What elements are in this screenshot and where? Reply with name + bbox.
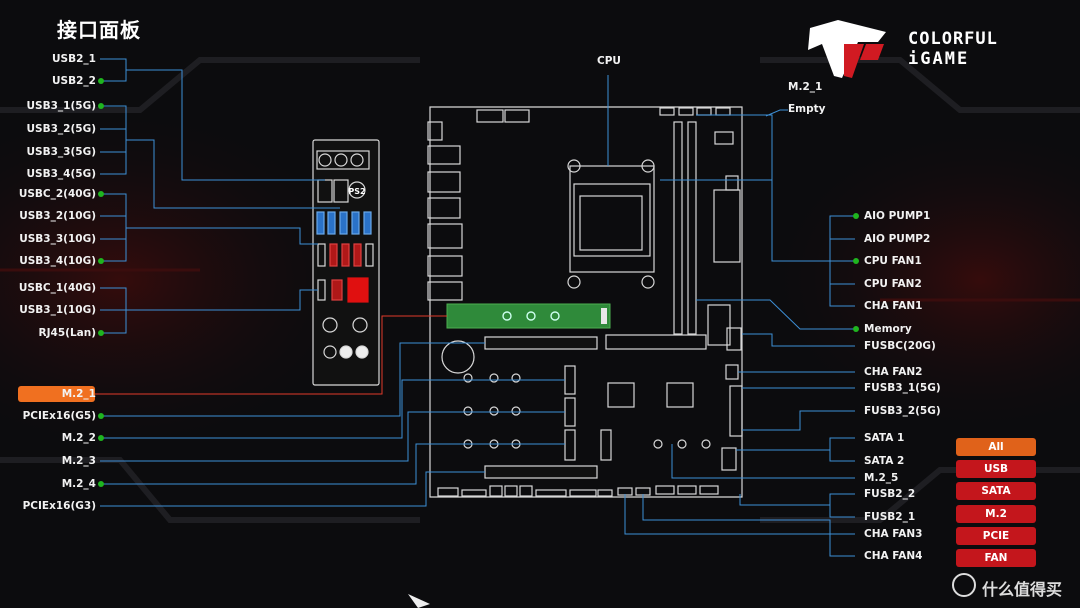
right-label-item[interactable]: SATA 1 xyxy=(864,432,905,444)
right-label-item[interactable]: CHA FAN1 xyxy=(864,300,923,312)
left-label-item[interactable]: RJ45(Lan) xyxy=(38,327,96,339)
dimm-slot-2 xyxy=(687,121,697,335)
ps2-label: PS2 xyxy=(348,187,365,196)
status-dot xyxy=(98,413,104,419)
filter-button-sata[interactable]: SATA xyxy=(956,482,1036,500)
status-dot xyxy=(98,191,104,197)
status-dot xyxy=(853,326,859,332)
rj45-port xyxy=(347,277,369,303)
right-label-item[interactable]: FUSBC(20G) xyxy=(864,340,936,352)
left-label-item[interactable]: USB3_2(5G) xyxy=(26,123,96,135)
left-label-item[interactable]: USB3_3(5G) xyxy=(26,146,96,158)
label-empty: Empty xyxy=(788,103,826,115)
pcie-slot-g5 xyxy=(484,336,598,350)
board-outline xyxy=(429,106,743,498)
left-label-item[interactable]: USB2_2 xyxy=(52,75,96,87)
ps2-port xyxy=(348,181,366,199)
left-label-item[interactable]: USB3_3(10G) xyxy=(19,233,96,245)
left-label-item[interactable]: USB3_4(5G) xyxy=(26,168,96,180)
leader-lines xyxy=(100,58,855,557)
status-dot xyxy=(98,103,104,109)
label-m2-1-top[interactable]: M.2_1 xyxy=(788,81,823,93)
pcie-slot-g3 xyxy=(484,465,598,479)
filter-button-m2[interactable]: M.2 xyxy=(956,505,1036,523)
brand-line2: iGAME xyxy=(908,49,970,69)
selected-item-highlight xyxy=(18,386,95,402)
right-label-item[interactable]: SATA 2 xyxy=(864,455,905,467)
filter-button-usb[interactable]: USB xyxy=(956,460,1036,478)
right-label-item[interactable]: FUSB3_1(5G) xyxy=(864,382,941,394)
m2-1-selected-line xyxy=(95,315,447,395)
label-cpu[interactable]: CPU xyxy=(597,55,621,67)
status-dot xyxy=(853,258,859,264)
right-label-item[interactable]: M.2_5 xyxy=(864,472,899,484)
status-dot xyxy=(98,481,104,487)
m2-1-slot-highlight xyxy=(446,303,611,329)
watermark-icon xyxy=(952,573,976,597)
status-dot xyxy=(98,78,104,84)
io-usb2-block xyxy=(316,150,370,170)
right-label-item[interactable]: CHA FAN2 xyxy=(864,366,923,378)
status-dot xyxy=(98,258,104,264)
page-title: 接口面板 xyxy=(57,18,141,42)
watermark-text: 什么值得买 xyxy=(982,580,1063,599)
dimm-slot-1 xyxy=(673,121,683,335)
filter-button-fan[interactable]: FAN xyxy=(956,549,1036,567)
colorful-logo xyxy=(808,20,886,78)
status-dot xyxy=(853,213,859,219)
right-label-item[interactable]: AIO PUMP2 xyxy=(864,233,931,245)
left-label-item[interactable]: USB3_1(5G) xyxy=(26,100,96,112)
cmos-battery xyxy=(441,340,475,374)
right-label-item[interactable]: FUSB3_2(5G) xyxy=(864,405,941,417)
right-label-item[interactable]: FUSB2_2 xyxy=(864,488,916,500)
left-label-item[interactable]: M.2_1 xyxy=(61,388,96,400)
left-label-item[interactable]: USB3_1(10G) xyxy=(19,304,96,316)
filter-button-pcie[interactable]: PCIE xyxy=(956,527,1036,545)
left-label-item[interactable]: USBC_2(40G) xyxy=(18,188,96,200)
left-label-item[interactable]: USBC_1(40G) xyxy=(18,282,96,294)
right-label-item[interactable]: AIO PUMP1 xyxy=(864,210,931,222)
left-label-item[interactable]: PCIEx16(G5) xyxy=(22,410,96,422)
right-label-item[interactable]: FUSB2_1 xyxy=(864,511,916,523)
right-label-item[interactable]: CPU FAN1 xyxy=(864,255,922,267)
filter-button-all[interactable]: All xyxy=(956,438,1036,456)
status-dot xyxy=(98,330,104,336)
left-label-item[interactable]: USB3_4(10G) xyxy=(19,255,96,267)
left-label-item[interactable]: PCIEx16(G3) xyxy=(22,500,96,512)
status-dot xyxy=(98,435,104,441)
left-label-item[interactable]: M.2_4 xyxy=(61,478,96,490)
left-label-item[interactable]: USB3_2(10G) xyxy=(19,210,96,222)
brand-line1: COLORFUL xyxy=(908,29,998,49)
left-label-item[interactable]: M.2_3 xyxy=(61,455,96,467)
cursor-decoration xyxy=(408,594,430,608)
right-label-item[interactable]: CHA FAN3 xyxy=(864,528,923,540)
cpu-socket xyxy=(569,165,655,273)
left-label-item[interactable]: USB2_1 xyxy=(52,53,96,65)
right-label-item[interactable]: CPU FAN2 xyxy=(864,278,922,290)
right-label-item[interactable]: CHA FAN4 xyxy=(864,550,923,562)
right-label-item[interactable]: Memory xyxy=(864,323,912,335)
left-label-item[interactable]: M.2_2 xyxy=(61,432,96,444)
